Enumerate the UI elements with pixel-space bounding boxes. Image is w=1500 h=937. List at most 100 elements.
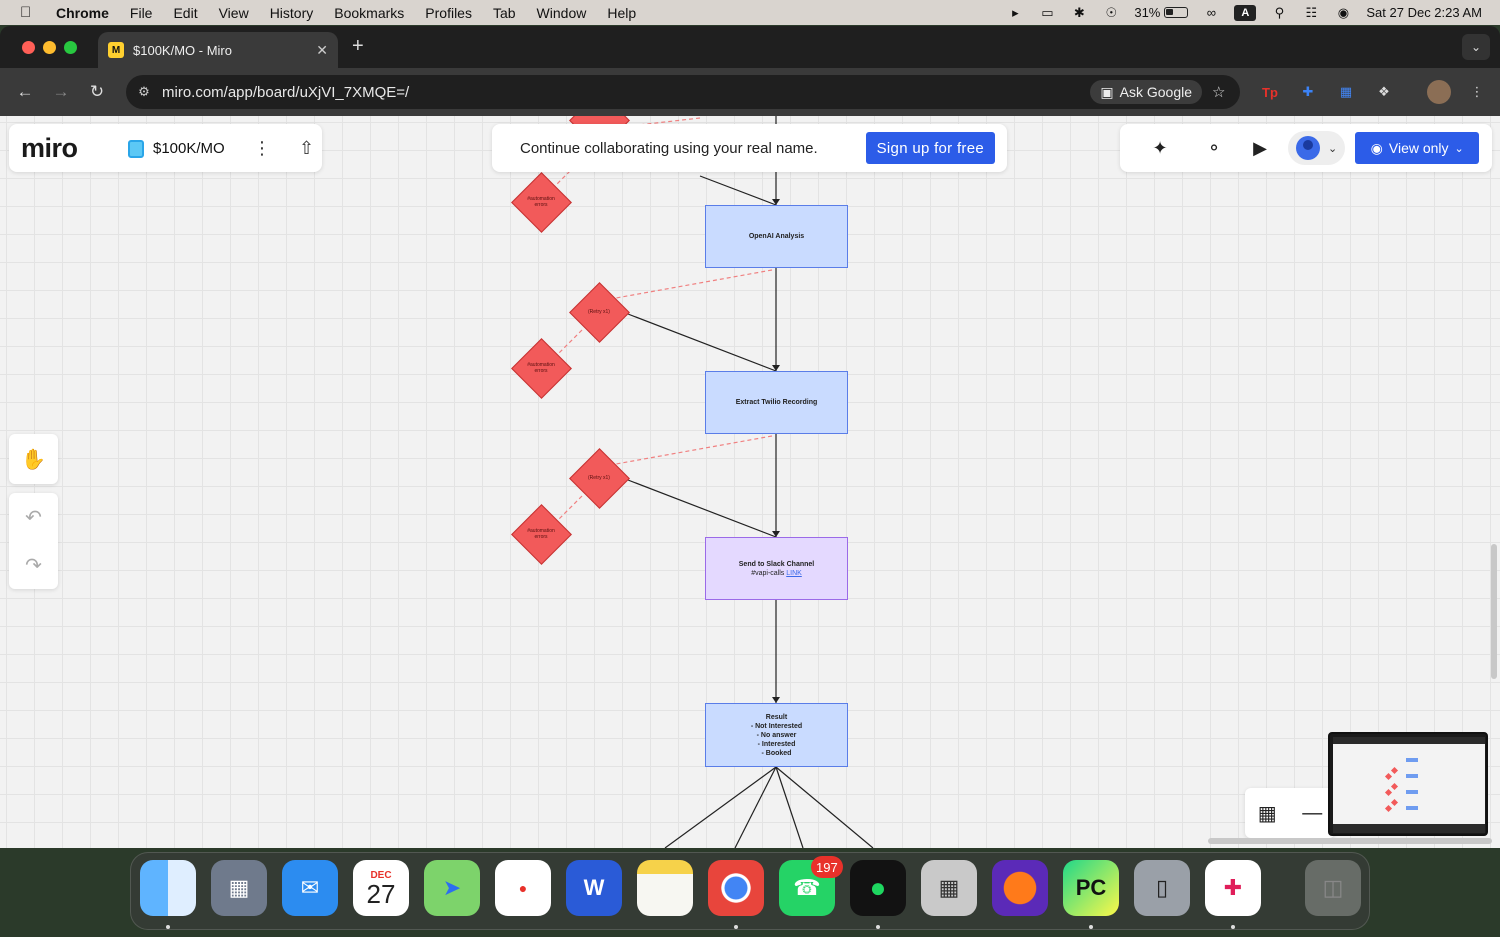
menu-bookmarks[interactable]: Bookmarks [334,4,405,21]
more-options-icon[interactable]: ⋮ [253,137,271,158]
extension-tp-icon[interactable]: Tp [1262,84,1278,100]
calculator-icon[interactable]: ▦ [921,860,977,916]
slack-icon[interactable]: ✚ [1205,860,1261,916]
bookmark-star-icon[interactable]: ☆ [1212,84,1226,101]
spotlight-search-icon[interactable]: ⚲ [1274,4,1285,20]
menu-window[interactable]: Window [536,4,587,21]
reload-icon[interactable]: ↻ [89,82,105,101]
zoom-out-icon[interactable]: — [1302,801,1323,824]
export-icon[interactable]: ⇧ [299,137,315,158]
menu-tab[interactable]: Tab [492,4,516,21]
chrome-menu-icon[interactable]: ⋮ [1470,84,1484,99]
close-window-button[interactable] [22,40,35,54]
sign-up-button[interactable]: Sign up for free [865,132,995,164]
connector-line [664,766,777,848]
site-settings-icon[interactable]: ⚙ [138,84,150,99]
display-icon[interactable]: ▭ [1041,4,1054,20]
redo-icon[interactable]: ↷ [25,554,42,577]
finder-icon[interactable] [140,860,196,916]
menu-file[interactable]: File [129,4,153,21]
node-extract-twilio-recording[interactable]: Extract Twilio Recording [705,371,848,434]
slack-link[interactable]: LINK [786,569,802,577]
board-name[interactable]: $100K/MO [153,139,225,157]
ask-google-button[interactable]: ▣ Ask Google [1090,80,1202,104]
tab-close-icon[interactable]: ✕ [316,41,328,58]
fit-to-screen-icon[interactable]: ▦ [1257,802,1277,825]
calendar-icon[interactable]: DEC 27 [353,860,409,916]
url-text[interactable]: miro.com/app/board/uXjVI_7XMQE=/ [162,83,410,101]
tab-miro-board[interactable]: M $100K/MO - Miro ✕ [98,32,338,68]
connector-line [775,766,874,848]
notes-icon[interactable] [637,860,693,916]
miro-canvas[interactable]: #automation errors OpenAI Analysis (Retr… [0,116,1500,848]
collaboration-banner: Continue collaborating using your real n… [492,124,1007,172]
google-translate-icon[interactable]: ▦ [1339,84,1353,99]
miro-logo[interactable]: miro [21,132,78,163]
siri-icon[interactable]: ◉ [1337,4,1350,20]
participants-button[interactable]: ⌄ [1288,131,1346,165]
apple-menu-icon[interactable]:  [20,4,38,21]
view-only-button[interactable]: ◉ View only ⌄ [1355,132,1480,164]
menu-profiles[interactable]: Profiles [425,4,472,21]
tab-title: $100K/MO - Miro [133,42,232,58]
retry-diamond[interactable]: (Retry x1) [570,449,628,507]
minimap-node [1406,790,1418,794]
menubar-clock[interactable]: Sat 27 Dec 2:23 AM [1366,5,1482,20]
launchpad-icon[interactable]: ▦ [211,860,267,916]
back-arrow-icon[interactable]: ← [16,82,34,101]
error-diamond[interactable]: #automation errors [512,339,570,397]
error-diamond[interactable]: #automation errors [512,173,570,231]
vertical-scrollbar[interactable] [1491,544,1497,679]
minimap-dock [1333,824,1485,833]
node-title: OpenAI Analysis [748,233,805,240]
macos-menubar:  Chrome File Edit View History Bookmark… [0,0,1500,25]
hand-tool-icon[interactable]: ✋ [21,448,46,471]
retry-diamond[interactable]: (Retry x1) [570,283,628,341]
trash-icon[interactable]: ◫ [1305,860,1361,916]
maps-icon[interactable]: ➤ [424,860,480,916]
menu-app-name[interactable]: Chrome [56,4,109,21]
menu-history[interactable]: History [269,4,314,21]
new-tab-icon[interactable]: + [352,35,364,57]
mail-icon[interactable]: ✉ [282,860,338,916]
cast-icon[interactable]: ▸ [1012,4,1019,20]
horizontal-scrollbar[interactable] [1208,838,1492,844]
input-source-icon[interactable]: A [1234,4,1257,21]
control-center-icon[interactable]: ☷ [1305,4,1318,20]
extension-puzzle-blue-icon[interactable]: ✚ [1302,84,1314,99]
minimap[interactable] [1328,732,1488,836]
link-icon[interactable]: ∞ [1206,5,1217,20]
chevron-down-icon: ⌄ [1328,142,1338,155]
menu-help[interactable]: Help [607,4,637,21]
firefox-icon[interactable] [992,860,1048,916]
profile-avatar-icon[interactable] [1427,80,1451,104]
node-result[interactable]: Result - Not Interested - No answer - In… [705,703,848,767]
extensions-icon[interactable]: ❖ [1378,84,1390,99]
node-send-to-slack[interactable]: Send to Slack Channel #vapi-calls LINK [705,537,848,600]
node-title: Send to Slack Channel [738,560,815,568]
word-icon[interactable]: W [566,860,622,916]
maximize-window-button[interactable] [64,40,77,54]
video-call-icon[interactable]: ▶ [1253,137,1267,158]
iphone-mirroring-icon[interactable]: ▯ [1134,860,1190,916]
spotify-icon[interactable]: ● [850,860,906,916]
bluetooth-icon[interactable]: ✱ [1073,4,1085,20]
accessibility-icon[interactable]: ☉ [1105,4,1118,20]
calendar-day: 27 [366,878,396,909]
node-openai-analysis[interactable]: OpenAI Analysis [705,205,848,268]
comments-icon[interactable]: ⚬ [1206,137,1222,158]
chrome-icon[interactable] [708,860,764,916]
minimize-window-button[interactable] [43,40,56,54]
address-bar[interactable]: ⚙ miro.com/app/board/uXjVI_7XMQE=/ ▣ Ask… [126,75,1240,109]
reminders-icon[interactable]: ● [495,860,551,916]
pycharm-icon[interactable]: PC [1063,860,1119,916]
battery-status[interactable]: 31% [1134,5,1189,20]
tab-search-chevron-icon[interactable]: ⌄ [1462,34,1490,60]
undo-icon[interactable]: ↶ [25,506,42,529]
menu-view[interactable]: View [218,4,249,21]
menu-edit[interactable]: Edit [173,4,198,21]
error-diamond[interactable]: #automation errors [512,505,570,563]
minimap-node [1406,806,1418,810]
forward-arrow-icon[interactable]: → [52,82,70,101]
reactions-icon[interactable]: ✦ [1152,137,1168,158]
